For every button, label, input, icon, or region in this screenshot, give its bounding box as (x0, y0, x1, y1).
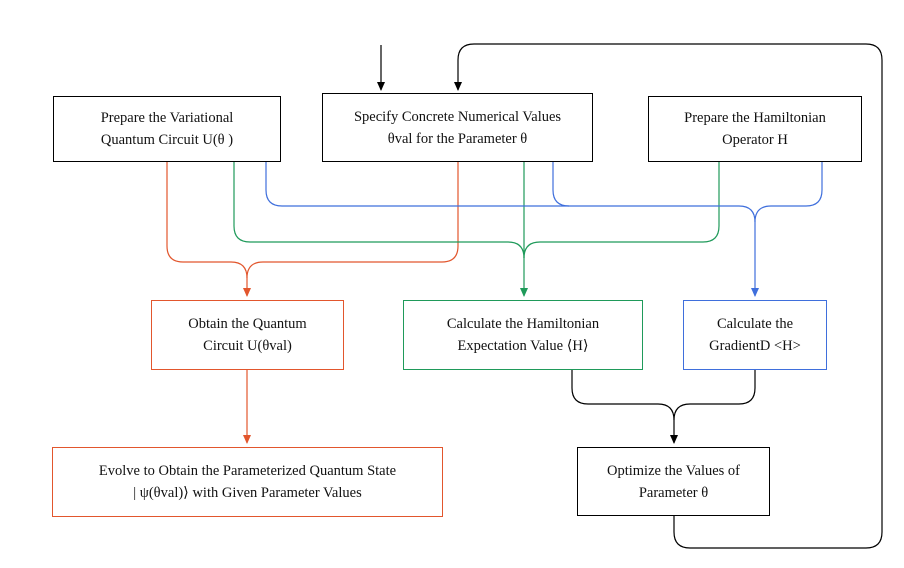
green-connector-from-circuit (233, 162, 525, 259)
blue-connector-from-hamiltonian (751, 162, 823, 297)
calc-gradient-box: Calculate the GradientD <H> (683, 300, 827, 370)
optimize-box: Optimize the Values of Parameter θ (577, 447, 770, 516)
evolve-state-line1: Evolve to Obtain the Parameterized Quant… (98, 463, 397, 479)
prepare-circuit-box: Prepare the Variational Quantum Circuit … (53, 96, 281, 162)
black-connector-from-expectation (571, 370, 675, 421)
black-connector-from-gradient (670, 370, 756, 444)
evolve-state-box: Evolve to Obtain the Parameterized Quant… (52, 447, 443, 517)
orange-connector-from-circuit (166, 162, 248, 279)
calc-expectation-box: Calculate the Hamiltonian Expectation Va… (403, 300, 643, 370)
obtain-circuit-box: Obtain the Quantum Circuit U(θval) (151, 300, 344, 370)
obtain-circuit-line2: Circuit U(θval) (203, 338, 292, 354)
orange-connector-from-specify (243, 162, 459, 297)
prepare-circuit-line2: Quantum Circuit U(θ ) (100, 132, 234, 148)
green-connector-from-hamiltonian (523, 162, 720, 259)
specify-values-line2: θval for the Parameter θ (387, 130, 528, 147)
prepare-hamiltonian-box: Prepare the Hamiltonian Operator H (648, 96, 862, 162)
calc-expectation-line2: Expectation Value ⟨H⟩ (457, 338, 589, 354)
blue-connector-from-circuit (265, 162, 756, 223)
feedback-loop-arrow (454, 43, 883, 549)
evolve-state-line2: | ψ(θval)⟩ with Given Parameter Values (133, 485, 362, 501)
prepare-hamiltonian-line1: Prepare the Hamiltonian (684, 110, 826, 126)
calc-gradient-line1: Calculate the (716, 316, 794, 332)
obtain-circuit-line1: Obtain the Quantum (188, 316, 307, 332)
specify-values-box: Specify Concrete Numerical Values θval f… (322, 93, 593, 162)
optimize-line1: Optimize the Values of (606, 462, 741, 479)
calc-expectation-line1: Calculate the Hamiltonian (446, 316, 600, 332)
prepare-hamiltonian-line2: Operator H (722, 132, 788, 148)
blue-connector-from-specify (552, 162, 570, 207)
prepare-circuit-line1: Prepare the Variational (100, 110, 234, 126)
optimize-line2: Parameter θ (638, 484, 709, 501)
calc-gradient-line2: GradientD <H> (709, 338, 801, 354)
specify-values-line1: Specify Concrete Numerical Values (353, 108, 562, 125)
